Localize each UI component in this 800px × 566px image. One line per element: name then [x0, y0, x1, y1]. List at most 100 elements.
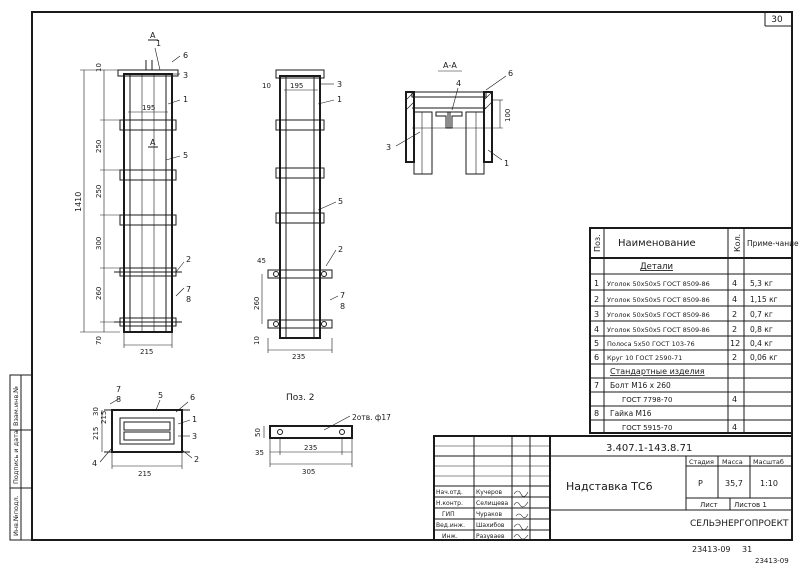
- poz2-title: Поз. 2: [286, 393, 315, 403]
- spec-table: Поз. Наименование Кол. Приме-чание Детал…: [589, 227, 799, 434]
- person-role-2: Н.контр.: [436, 500, 463, 507]
- spec-row5-name: Полоса 5х50 ГОСТ 103-76: [607, 340, 695, 348]
- section-callout-4: 4: [456, 79, 461, 88]
- spec-header-note: Приме-чание: [747, 239, 799, 248]
- spec-row6-poz: 6: [594, 353, 599, 362]
- signature-4: [513, 523, 529, 531]
- side-dim-235: 235: [292, 353, 305, 361]
- person-role-4: Вед.инж.: [436, 522, 465, 529]
- section-title: А-А: [443, 61, 457, 70]
- spec-row1-note: 5,3 кг: [750, 279, 773, 288]
- spec-row7-poz: 7: [594, 381, 599, 390]
- side-dim-260: 260: [253, 297, 261, 310]
- spec-header-name: Наименование: [618, 238, 696, 249]
- spec-row3-qty: 2: [732, 310, 737, 319]
- spec-header-poz: Поз.: [593, 234, 602, 252]
- poz2-dim-305: 305: [302, 468, 315, 476]
- spec-row3-note: 0,7 кг: [750, 310, 773, 319]
- side-stamp-signature-date: Подпись и дата: [12, 430, 20, 484]
- plan-callout-4: 4: [92, 459, 97, 468]
- spec-row6-note: 0,06 кг: [750, 353, 778, 362]
- side-callout-5: 5: [338, 197, 343, 206]
- side-callout-1: 1: [337, 95, 342, 104]
- title-block: 3.407.1-143.8.71 Надставка ТС6 Стадия Ма…: [433, 435, 793, 541]
- front-view: 10 195 250 250 300 260 70 1410 215 А А 1…: [74, 31, 191, 356]
- spec-section-standard: Стандартные изделия: [610, 367, 705, 376]
- spec-row5-qty: 12: [730, 339, 740, 348]
- section-callout-1: 1: [504, 159, 509, 168]
- side-dim-195: 195: [290, 82, 303, 90]
- side-stamp: Инв.№подл. Подпись и дата Взам.инв.№: [9, 374, 33, 541]
- side-callout-7: 7: [340, 291, 345, 300]
- plan-view: 215 30 215 215 7 5 6 8 1 3 4 2: [92, 385, 199, 478]
- front-callout-5: 5: [183, 151, 188, 160]
- title-scale: 1:10: [760, 479, 778, 488]
- person-name-5: Разуваев: [476, 533, 505, 540]
- bottom-code-1: 23413-09: [692, 545, 731, 554]
- plan-callout-6: 6: [190, 393, 195, 402]
- spec-row6-name: Круг 10 ГОСТ 2590-71: [607, 354, 682, 362]
- plan-callout-2: 2: [194, 455, 199, 464]
- side-stamp-vzam-inv: Взам.инв.№: [12, 386, 20, 426]
- front-dim-300: 300: [95, 237, 103, 250]
- page-number: 30: [771, 15, 783, 25]
- spec-row1-qty: 4: [732, 279, 737, 288]
- spec-row3-name: Уголок 50x50x5 ГОСТ 8509-86: [607, 311, 710, 319]
- person-name-3: Чураков: [476, 511, 502, 518]
- spec-row2-name: Уголок 50x50x5 ГОСТ 8509-86: [607, 296, 710, 304]
- spec-row4-name: Уголок 50x50x5 ГОСТ 8509-86: [607, 326, 710, 334]
- section-callout-6: 6: [508, 69, 513, 78]
- plan-callout-7: 7: [116, 385, 121, 394]
- person-role-3: ГИП: [442, 511, 455, 518]
- spec-row8-poz: 8: [594, 409, 599, 418]
- person-name-4: Шахибов: [476, 522, 505, 529]
- spec-row2-note: 1,15 кг: [750, 295, 778, 304]
- title-sheet-label: Лист: [700, 501, 718, 509]
- signature-1: [513, 490, 529, 497]
- title-mass: 35,7: [725, 479, 743, 488]
- person-role-5: Инж.: [442, 533, 458, 540]
- spec-row4-note: 0,8 кг: [750, 325, 773, 334]
- spec-row5-poz: 5: [594, 339, 599, 348]
- person-name-2: Селищева: [476, 500, 508, 507]
- side-view: 10 195 45 260 10 235 3 1 5 2 7 8: [253, 69, 345, 361]
- plan-callout-5: 5: [158, 391, 163, 400]
- title-sheets-label: Листов 1: [734, 501, 767, 509]
- side-callout-8: 8: [340, 302, 345, 311]
- title-h-stage: Стадия: [689, 458, 714, 466]
- section-a-a: А-А 100 6 4 3 1: [386, 61, 513, 175]
- title-org: СЕЛЬЭНЕРГОПРОЕКТ: [690, 519, 789, 529]
- spec-row5-note: 0,4 кг: [750, 339, 773, 348]
- spec-row2-poz: 2: [594, 295, 599, 304]
- section-callout-3: 3: [386, 143, 391, 152]
- spec-section-details: Детали: [640, 262, 673, 272]
- bottom-code-2: 23413-09: [755, 557, 789, 565]
- spec-row4-qty: 2: [732, 325, 737, 334]
- front-callout-1-top: 1: [156, 39, 161, 48]
- side-dim-45: 45: [257, 257, 266, 265]
- plan-callout-8: 8: [116, 395, 121, 404]
- front-callout-3: 3: [183, 71, 188, 80]
- poz2-hole-note: 2отв. ф17: [352, 413, 391, 422]
- spec-row7-sub: ГОСТ 7798-70: [622, 396, 672, 404]
- plan-dim-215-bottom: 215: [138, 470, 151, 478]
- spec-row1-name: Уголок 50x50x5 ГОСТ 8509-86: [607, 280, 710, 288]
- spec-row6-qty: 2: [732, 353, 737, 362]
- signature-5: [513, 534, 529, 540]
- section-dim-100: 100: [504, 109, 512, 122]
- front-dim-215: 215: [140, 348, 153, 356]
- front-dim-260: 260: [95, 287, 103, 300]
- front-dim-1410: 1410: [74, 192, 83, 212]
- front-callout-8: 8: [186, 295, 191, 304]
- plan-dim-215-mid: 215: [100, 411, 108, 424]
- poz2-detail: Поз. 2 2отв. ф17 50 35 235 305: [254, 393, 391, 476]
- spec-header-qty: Кол.: [733, 234, 742, 252]
- spec-row4-poz: 4: [594, 325, 599, 334]
- spec-row8-name: Гайка М16: [610, 409, 652, 418]
- plan-dim-30: 30: [92, 407, 100, 416]
- front-dim-70: 70: [95, 336, 103, 345]
- spec-row7-qty: 4: [732, 395, 737, 404]
- side-callout-2: 2: [338, 245, 343, 254]
- signature-2: [513, 501, 529, 508]
